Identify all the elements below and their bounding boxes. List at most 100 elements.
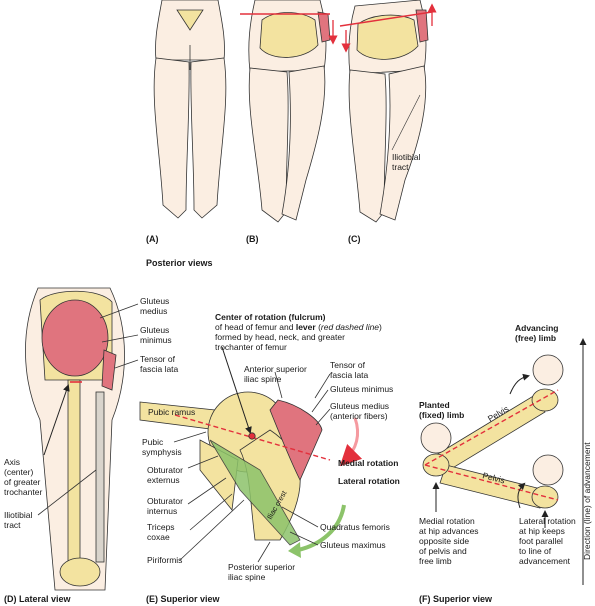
panel-b-figure [240,0,338,223]
panel-d-knee [59,557,101,587]
panel-e-tensor-label: Tensor of fascia lata [330,360,369,380]
panel-e-center-paren-open: ( [318,322,321,332]
panel-e-center-description: Center of rotation (fulcrum) of head of … [215,312,395,352]
panel-e-medial-rotation-label: Medial rotation [338,458,399,468]
panel-f-figure: Pelvis Pelvis Direction (line) of advanc… [420,338,592,585]
panel-d-axis-leader [43,384,70,456]
panel-e-pubic-symphysis-label: Pubic symphysis [142,437,182,457]
panel-c-iliotibial-label: Iliotibial tract [392,152,421,172]
panel-e-gmax-leader [289,531,319,546]
panel-e-piriformis-label: Piriformis [147,555,183,565]
panel-e-gluteus-maximus-label: Gluteus maximus [320,540,386,550]
panel-c-pelvis-line [339,11,433,27]
panel-e-quadratus-leader [281,506,319,528]
panel-d-axis-label: Axis (center) of greater trochanter [4,457,43,497]
panel-e-tensor-leader [314,373,331,399]
panel-f-lateral-note: Lateral rotation at hip keeps foot paral… [519,516,576,566]
panel-e-center-red-text: red dashed line [320,322,380,332]
panel-e-center-lever: lever [295,322,316,332]
panel-d-femur [67,379,81,571]
panel-e-medial-rotation-arrow [339,417,363,467]
panel-e-lateral-rotation-label: Lateral rotation [338,476,400,486]
panel-e-center-title: Center of rotation (fulcrum) [215,312,326,322]
panel-e-caption: (E) Superior view [146,594,220,604]
panel-e-gluteus-minimus-label: Gluteus minimus [330,384,394,394]
panel-e-gluteus-medius-label: Gluteus medius (anterior fibers) [330,401,390,421]
panel-f-lower-line [424,464,559,501]
panel-e-lateral-rotation-arrow [297,504,346,552]
panel-f-upper-line [424,389,559,466]
panel-e-psis-label: Posterior superior iliac spine [228,562,296,582]
panel-f-medial-note: Medial rotation at hip advances opposite… [419,516,479,566]
panel-d-figure [25,287,139,591]
panel-e-obt-int-leader [187,477,227,505]
panel-f-planted-hip [422,453,450,477]
panel-c-figure [339,0,437,223]
panel-f-advancing-label: Advancing (free) limb [515,323,559,343]
panel-e-center-paren-close: ) [379,322,382,332]
panel-e-asis-label: Anterior superior iliac spine [244,364,307,384]
panel-a-left-leg [153,57,190,219]
panel-e-gmin-leader [311,389,329,413]
panel-f-medial-arc [509,373,530,395]
panel-d-gluteus-medius [41,299,109,377]
panel-e-pubic-ramus-label: Pubic ramus [148,407,196,417]
panel-b-caption: (B) [246,234,259,244]
panel-d-iliotibial-tract [95,391,105,563]
panel-e-triceps-leader [189,493,233,531]
panel-e-piriformis-leader [179,499,245,561]
panel-a-caption: (A) [146,234,159,244]
panel-f-caption: (F) Superior view [419,594,493,604]
panel-f-free-hip [531,388,559,412]
panel-e-figure [139,346,363,563]
panel-e-triceps-label: Triceps coxae [147,522,175,542]
panel-f-back-foot [532,454,564,486]
panel-e-quadratus-label: Quadratus femoris [320,522,390,532]
panel-e-obturator-internus-label: Obturator internus [147,496,183,516]
panel-d-tensor-label: Tensor of fascia lata [140,354,179,374]
panel-c-pelvis-bone [356,14,419,60]
panel-d-itt-leader [37,469,97,516]
panel-c-caption: (C) [348,234,361,244]
panel-c-muscle [415,9,429,43]
panel-c-left-leg [348,69,387,223]
panel-b-pelvis-bone [259,12,319,58]
panel-d-caption: (D) Lateral view [4,594,71,604]
panel-e-fulcrum [248,432,256,440]
panel-a-figure [153,0,227,219]
panel-a-sacral-patch [176,9,204,31]
panel-b-right-leg [281,65,326,221]
panel-e-fulcrum-leader [221,346,252,434]
panel-e-pubic-symphysis-leader [173,431,207,443]
panel-e-obt-ext-leader [187,455,219,469]
panel-d-gluteus-medius-label: Gluteus medius [140,296,170,316]
panel-d-gluteus-minimus-label: Gluteus minimus [140,325,172,345]
panel-e-center-line4: trochanter of femur [215,342,287,352]
panel-e-psis-leader [257,541,271,563]
panel-d-gmed-leader [99,303,139,319]
panel-b-left-leg [248,67,289,223]
panel-d-tensor [101,349,117,391]
panel-e-gmed-leader [315,408,331,426]
panel-d-gmin-leader [101,334,139,343]
panel-d-tensor-leader [114,359,139,369]
panel-e-green-muscles [209,439,301,546]
panel-f-direction-label: Direction (line) of advancement [582,442,592,560]
posterior-views-caption: Posterior views [146,258,213,268]
panel-e-asis-leader [274,371,283,399]
panel-f-planted-foot [420,422,452,454]
panel-a-right-leg [190,57,227,219]
panel-e-center-line3: formed by head, neck, and greater [215,332,345,342]
panel-c-iliotibial-leader [391,94,421,151]
panel-f-planted-label: Planted (fixed) limb [419,400,465,420]
panel-e-center-line2a: of head of femur and [215,322,294,332]
panel-e-lateral-arrowhead [288,542,301,558]
panel-e-gluteus-medius [269,399,323,481]
panel-f-lateral-arc [517,482,526,509]
panel-e-obturator-externus-label: Obturator externus [147,465,183,485]
panel-c-right-leg [379,65,427,221]
panel-d-iliotibial-label: Iliotibial tract [4,510,33,530]
panel-f-free-foot [532,354,564,386]
